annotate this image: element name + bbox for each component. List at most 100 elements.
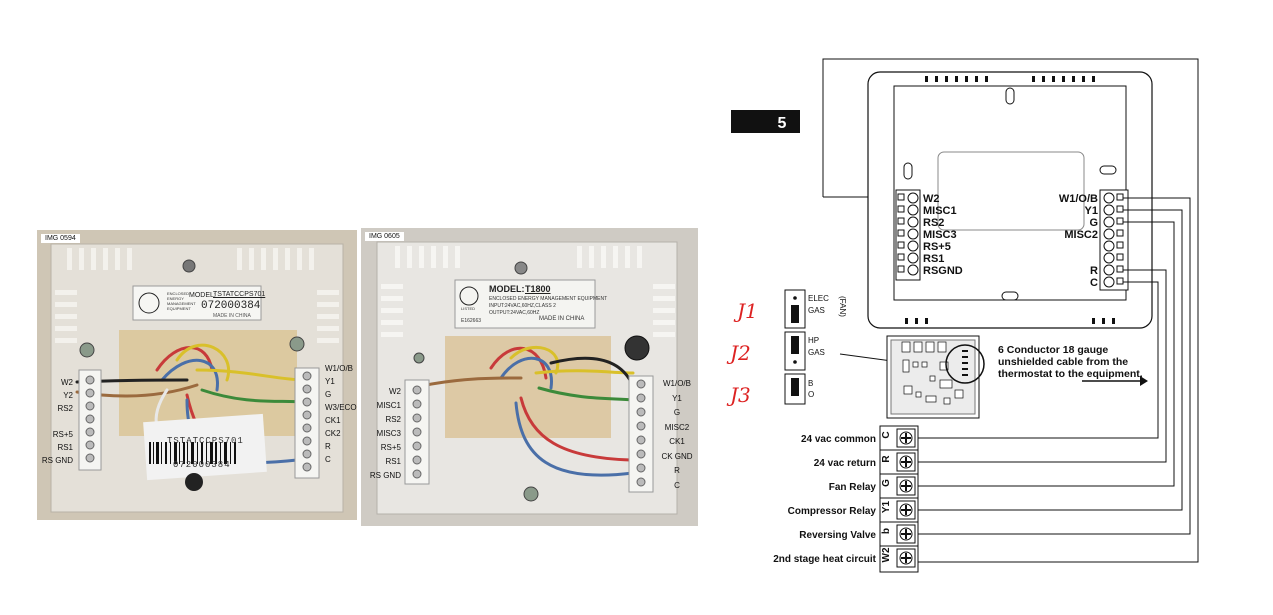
label-line: ENERGY [167,296,184,301]
terminal-label: W1/O/B [662,379,691,388]
model-prefix: MODEL: [489,284,525,294]
mount-slot [1099,165,1117,175]
terminal-label: G [325,390,332,399]
step-number: 5 [778,115,787,132]
cable-note: 6 Conductor 18 gauge unshielded cable fr… [998,344,1143,380]
serial-number: 072000384 [201,300,261,312]
jumper-j3: B O J3 [726,373,814,407]
equipment-desc: Reversing Valve [799,530,876,541]
equipment-terminal: G [881,479,892,487]
terminal-label: RS1 [923,253,944,265]
right-terminal-labels: W1/O/B Y1 G MISC2 CK1 CK GND R C [659,377,695,493]
equipment-desc: 2nd stage heat circuit [773,554,876,565]
label-line: EQUIPMENT [167,306,191,311]
jumper-label: J3 [726,383,751,407]
terminal-label: W2 [389,387,401,396]
thermostat-photo-2: IMG 0605 MODEL: T1800 ENCLOSED ENERGY MA… [361,228,698,526]
photo-tag: IMG 0594 [41,234,80,243]
terminal-label: MISC2 [1064,229,1098,241]
equipment-desc: Fan Relay [829,482,877,493]
right-terminal-block [1099,189,1129,291]
mount-slot [1001,291,1019,301]
label-line-2: INPUT:24VAC,60HZ,CLASS 2 [489,303,556,309]
terminal-label: MISC2 [664,422,690,432]
terminal-label: RSGND [923,265,963,277]
terminal-label: RS2 [923,217,944,229]
terminal-label: RS GND [41,456,73,465]
left-terminal-labels: W2 MISC1 RS2 MISC3 RS+5 RS1 RS GND [363,385,401,483]
model-number: TSTATCCPS701 [213,291,266,298]
jumper-label: J1 [733,299,758,323]
terminal-label: RS+5 [380,443,401,452]
terminal-label: CK GND [661,451,693,461]
right-terminal-labels: W1/O/B Y1 G W3/ECO CK1 CK2 R C [325,362,357,466]
mount-slot [903,162,913,180]
wiring-lines [918,197,1191,535]
made-in-china: MADE IN CHINA [539,316,585,322]
terminal-label: W2 [61,378,73,387]
jumper-label: J2 [726,341,751,365]
terminal-label: RS+5 [923,241,951,253]
listed-text: LISTED [461,306,476,311]
terminal-label: MISC3 [376,429,401,438]
equipment-terminal: b [881,528,892,534]
cable-note-line: unshielded cable from the [998,356,1128,368]
thermostat-base [867,71,1153,329]
equipment-terminal: W2 [881,547,892,562]
jumper-j2: HP GAS J2 [726,331,825,371]
terminal-label: W1/O/B [1059,193,1098,205]
sticker-serial: 072000384 [173,460,231,470]
photo-tag: IMG 0605 [365,232,404,241]
jumper-option: B [808,379,813,388]
left-terminal-labels: W2 Y2 RS2 RS+5 RS1 RS GND [41,376,73,467]
jumper-option: HP [808,336,819,345]
terminal-label: CK1 [669,437,685,446]
terminal-label: C [674,480,680,490]
terminal-label: Y1 [325,377,335,386]
outer-frame [822,58,1199,563]
terminal-label: C [1090,277,1098,289]
terminal-label: RS1 [385,457,401,466]
terminal-label: G [673,408,681,417]
arrow-head [1140,376,1148,386]
terminal-label: W3/ECO [325,403,357,412]
jumper-option: ELEC [808,294,829,303]
jumper-j1: ELEC GAS (FAN) J1 [733,289,847,329]
label-small-text: ENCLOSED ENERGY MANAGEMENT EQUIPMENT [167,291,196,311]
model-prefix: MODEL: [189,292,216,299]
listing-code: E162663 [461,318,482,324]
cable-note-line: 6 Conductor 18 gauge [998,344,1108,356]
made-in-china: MADE IN CHINA [213,313,251,319]
terminal-label: G [1089,217,1098,229]
terminal-label: Y1 [1085,205,1098,217]
model-number: T1800 [525,284,551,294]
terminal-label: Y2 [63,391,73,400]
terminal-label: Y1 [672,393,682,403]
label-line: MANAGEMENT [167,301,196,306]
mount-slot [1005,87,1015,105]
equipment-desc: Compressor Relay [788,506,877,517]
terminal-label: RS+5 [52,430,73,439]
left-terminal-labels: W2 MISC1 RS2 MISC3 RS+5 RS1 RSGND [923,193,963,277]
equipment-desc: 24 vac common [801,434,876,445]
terminal-label: MISC3 [923,229,957,241]
terminal-label: CK2 [325,429,341,438]
terminal-label: MISC1 [923,205,957,217]
terminal-label: CK1 [325,416,341,425]
equipment-desc: 24 vac return [814,458,876,469]
equipment-terminal: Y1 [881,500,892,513]
terminal-label: C [325,455,331,464]
terminal-label: R [1090,265,1098,277]
circuit-board [886,335,985,419]
fan-label: (FAN) [838,296,847,317]
sticker-text: TSTATCCPS701 [167,436,244,446]
cable-note-line: thermostat to the equipment. [998,368,1143,380]
terminal-label: W2 [923,193,940,205]
terminal-label: RS GND [369,471,401,480]
terminal-label: RS2 [57,404,73,413]
jumper-option: GAS [808,306,825,315]
step-badge [731,110,800,133]
terminal-label: R [325,442,331,451]
equipment-descriptions: 24 vac common 24 vac return Fan Relay Co… [773,434,876,565]
